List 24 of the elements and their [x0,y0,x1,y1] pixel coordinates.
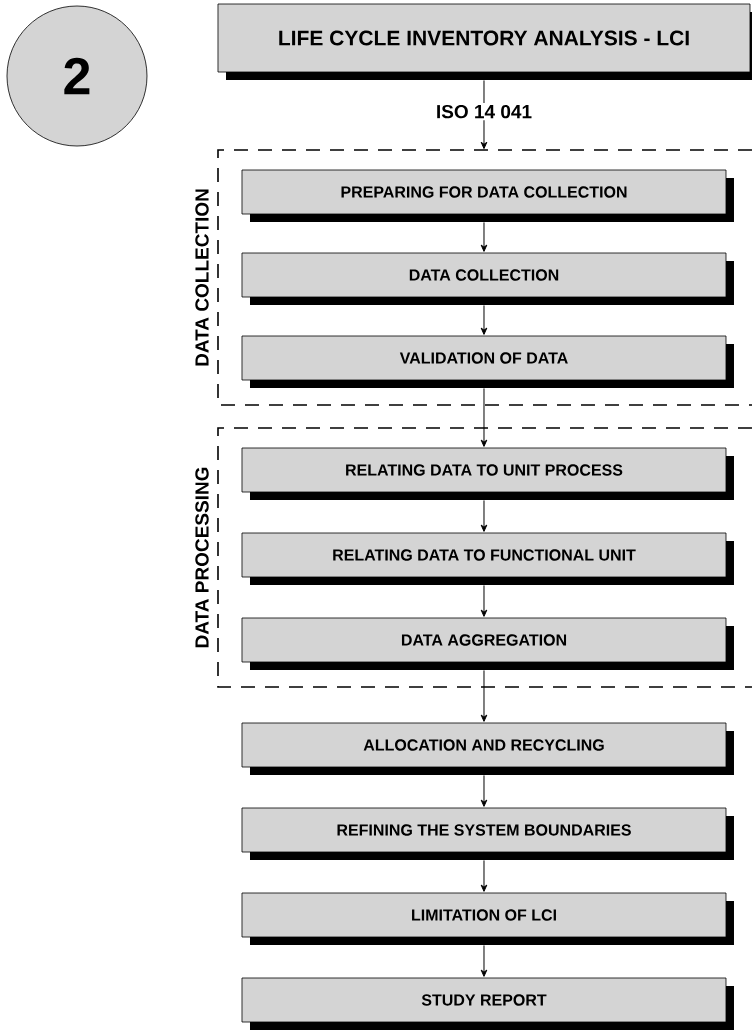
process-box: RELATING DATA TO UNIT PROCESS [241,447,734,500]
group-heading: DATA COLLECTION [195,189,209,366]
process-box: DATA COLLECTION [241,252,734,305]
arrow [480,499,488,532]
arrow [480,387,488,447]
process-box: PREPARING FOR DATA COLLECTION [241,169,734,222]
title-box: LIFE CYCLE INVENTORY ANALYSIS - LCI [217,3,752,80]
edge-label: ISO 14 041 [433,102,535,121]
process-box: DATA AGGREGATION [241,617,734,670]
arrow [480,221,488,252]
arrow [480,304,488,335]
arrow [480,774,488,807]
process-box: REFINING THE SYSTEM BOUNDARIES [241,807,734,860]
arrow [480,79,488,150]
group-heading: DATA PROCESSING [195,467,209,648]
arrow [480,669,488,722]
process-box: ALLOCATION AND RECYCLING [241,722,734,775]
arrow [480,944,488,977]
arrow [480,859,488,892]
process-box: STUDY REPORT [241,977,734,1030]
process-box: LIMITATION OF LCI [241,892,734,945]
arrow [480,584,488,617]
process-box: VALIDATION OF DATA [241,335,734,388]
process-box: RELATING DATA TO FUNCTIONAL UNIT [241,532,734,585]
